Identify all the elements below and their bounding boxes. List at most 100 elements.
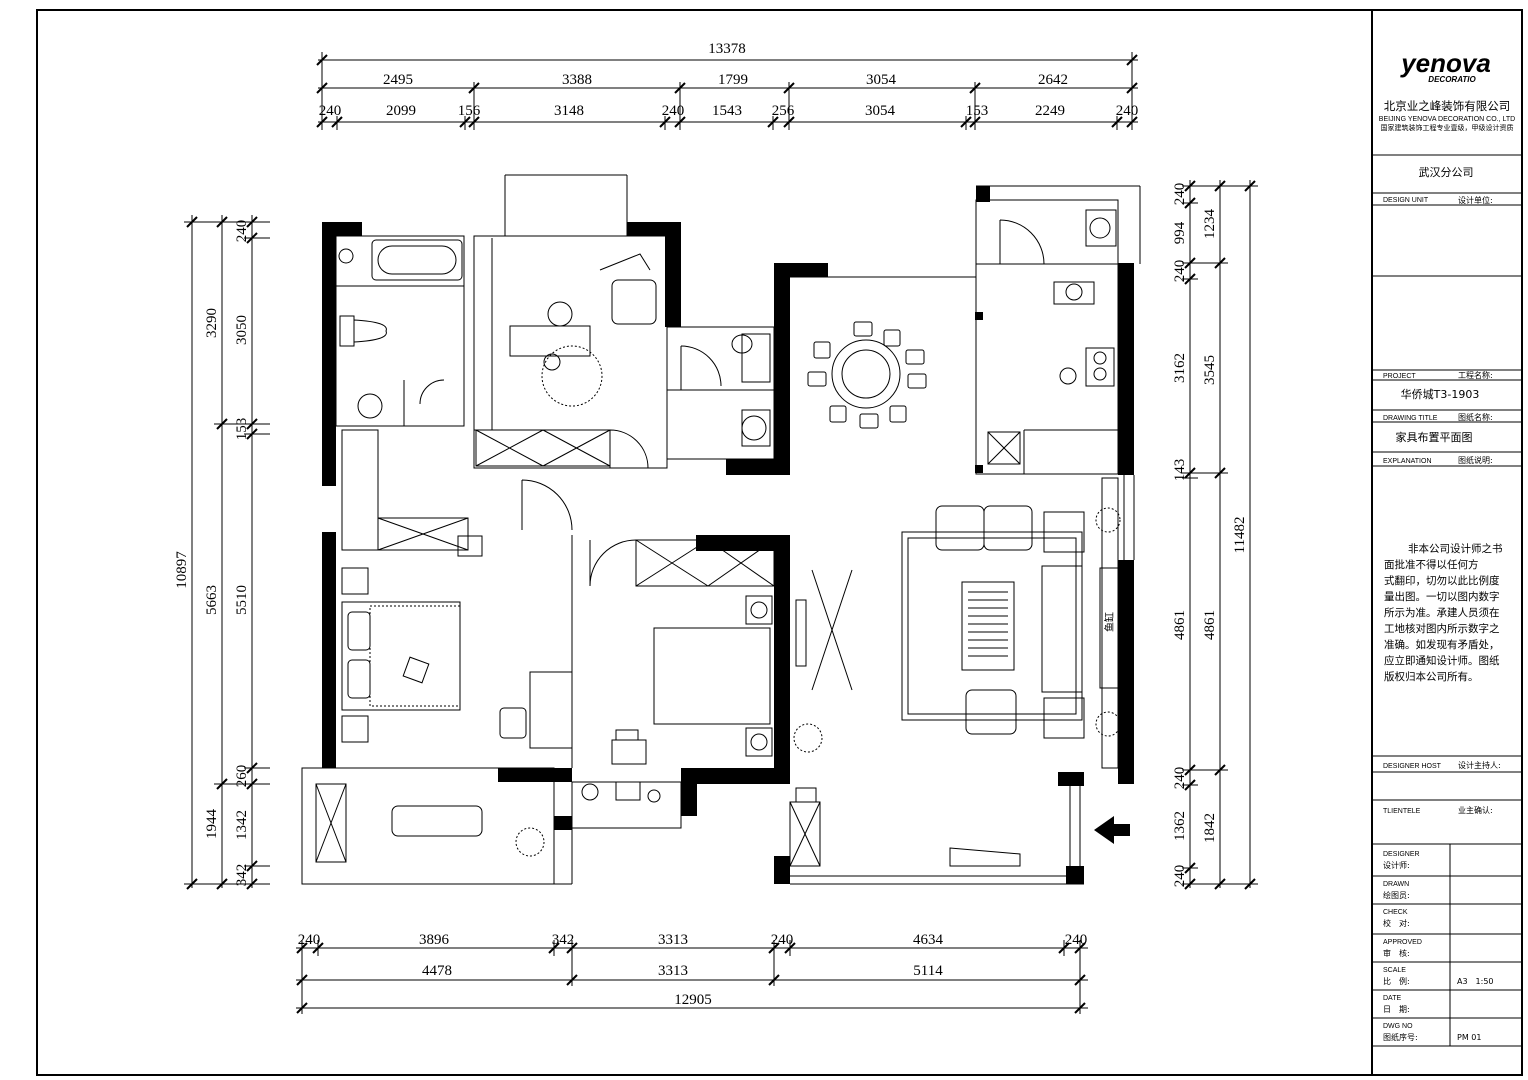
design-unit-en: DESIGN UNIT	[1383, 197, 1429, 204]
note-line-3: 量出图。一切以图内数字	[1384, 590, 1500, 603]
scale-cn: 比 例:	[1383, 976, 1410, 986]
dwg-en: DWG NO	[1383, 1023, 1413, 1030]
project-value: 华侨城T3-1903	[1401, 387, 1480, 401]
dim-right-inner-4: 143	[1172, 459, 1188, 482]
dim-left-total: 10897	[174, 551, 190, 589]
client-en: TLIENTELE	[1383, 808, 1421, 815]
bottom-dimensions	[296, 940, 1088, 1014]
entrance-arrow-icon	[1094, 816, 1130, 844]
dim-left-inner-4: 260	[234, 765, 250, 788]
dim-left-inner-3: 5510	[234, 585, 250, 615]
coffee-table	[961, 581, 1015, 671]
right-dimensions	[1182, 180, 1258, 890]
top-dimensions	[316, 52, 1138, 130]
dim-right-inner-7: 1362	[1172, 811, 1188, 841]
check-en: CHECK	[1383, 909, 1408, 916]
explanation-cn: 图纸说明:	[1458, 455, 1493, 465]
dim-right-inner-6: 240	[1172, 767, 1188, 790]
dwg-value: PM 01	[1457, 1033, 1481, 1042]
round-rug	[541, 345, 603, 407]
dim-bot-r1-2: 342	[552, 932, 575, 948]
note-line-0: 非本公司设计师之书	[1408, 542, 1503, 555]
dim-bot-r2-2: 5114	[913, 963, 943, 979]
dining-table	[831, 339, 901, 409]
walls	[322, 186, 1134, 884]
dim-bot-r1-5: 4634	[913, 932, 944, 948]
date-en: DATE	[1383, 995, 1401, 1002]
approved-en: APPROVED	[1383, 939, 1422, 946]
drawing-title-value: 家具布置平面图	[1396, 430, 1473, 444]
dim-right-total: 11482	[1232, 517, 1248, 554]
bathtub	[371, 239, 463, 281]
dim-right-outer-3: 1842	[1202, 813, 1218, 843]
dim-right-inner-8: 240	[1172, 865, 1188, 888]
client-cn: 业主确认:	[1458, 805, 1493, 815]
explanation-en: EXPLANATION	[1383, 458, 1432, 465]
dim-right-outer-1: 3545	[1202, 355, 1218, 385]
dim-top-r1-0: 2495	[383, 72, 413, 88]
drawn-en: DRAWN	[1383, 881, 1409, 888]
company-tagline: 国家建筑装饰工程专业壹级，甲级设计资质	[1381, 123, 1514, 132]
dim-left-inner-0: 240	[234, 220, 250, 243]
dim-left-outer-1: 5663	[204, 585, 220, 615]
dim-top-r1-2: 1799	[718, 72, 748, 88]
second-bed	[653, 627, 771, 725]
dim-top-r2-10: 240	[1116, 103, 1139, 119]
dim-bot-r1-4: 240	[771, 932, 794, 948]
dim-left-inner-2: 153	[234, 418, 250, 441]
drawn-cn: 绘图员:	[1383, 890, 1410, 900]
check-cn: 校 对:	[1383, 918, 1410, 928]
company-name-cn: 北京业之峰装饰有限公司	[1384, 99, 1511, 113]
dim-bot-r1-3: 3313	[658, 932, 688, 948]
dim-top-r2-7: 3054	[865, 103, 896, 119]
dim-right-outer-2: 4861	[1202, 610, 1218, 640]
designer-cn: 设计师:	[1383, 860, 1410, 870]
dim-right-inner-2: 240	[1172, 260, 1188, 283]
note-line-2: 式翻印，切勿以此比例度	[1384, 574, 1500, 587]
project-en: PROJECT	[1383, 373, 1416, 380]
dim-top-r2-6: 256	[772, 103, 795, 119]
date-cn: 日 期:	[1383, 1005, 1410, 1014]
dim-bot-r2-1: 3313	[658, 963, 688, 979]
dim-top-r1-3: 3054	[866, 72, 897, 88]
project-cn: 工程名称:	[1458, 370, 1493, 380]
note-line-5: 工地核对图内所示数字之	[1384, 622, 1500, 635]
company-logo: yenova	[1399, 48, 1491, 78]
dim-top-r1-1: 3388	[562, 72, 592, 88]
dim-top-r2-4: 240	[662, 103, 685, 119]
scale-value: A3 1:50	[1457, 977, 1494, 986]
dwg-cn: 图纸序号:	[1383, 1032, 1418, 1042]
dim-left-inner-6: 342	[234, 864, 250, 887]
dim-right-inner-5: 4861	[1172, 610, 1188, 640]
drawing-title-en: DRAWING TITLE	[1383, 415, 1438, 422]
dim-right-inner-3: 3162	[1172, 353, 1188, 383]
dim-bot-r1-6: 240	[1065, 932, 1088, 948]
dim-top-r2-8: 153	[966, 103, 989, 119]
approved-cn: 审 核:	[1383, 948, 1410, 958]
note-line-1: 面批准不得以任何方	[1384, 558, 1479, 571]
basin	[357, 393, 383, 419]
dim-bot-r1-1: 3896	[419, 932, 450, 948]
dim-bot-total: 12905	[674, 992, 712, 1008]
designer-en: DESIGNER	[1383, 851, 1420, 858]
drawing-title-cn: 图纸名称:	[1458, 412, 1493, 422]
design-unit-cn: 设计单位:	[1458, 195, 1493, 205]
dim-top-r2-1: 2099	[386, 103, 416, 119]
dim-top-r2-5: 1543	[712, 103, 742, 119]
left-dimensions	[184, 215, 270, 890]
branch-name: 武汉分公司	[1419, 166, 1474, 179]
note-line-4: 所示为准。承建人员须在	[1384, 606, 1500, 619]
dim-top-r2-0: 240	[319, 103, 342, 119]
designer-host-en: DESIGNER HOST	[1383, 763, 1442, 770]
sheet-border	[36, 9, 1523, 1076]
dim-bot-r1-0: 240	[298, 932, 321, 948]
title-block	[1372, 154, 1522, 1047]
dim-bot-r2-0: 4478	[422, 963, 452, 979]
note-line-6: 准确。如发现有矛盾处，	[1384, 638, 1500, 651]
dim-top-r2-9: 2249	[1035, 103, 1065, 119]
fish-tank-label: 鱼缸	[1103, 612, 1116, 632]
dim-left-inner-1: 3050	[234, 315, 250, 345]
note-line-7: 应立即通知设计师。图纸	[1384, 654, 1500, 667]
dim-top-r2-2: 156	[458, 103, 481, 119]
